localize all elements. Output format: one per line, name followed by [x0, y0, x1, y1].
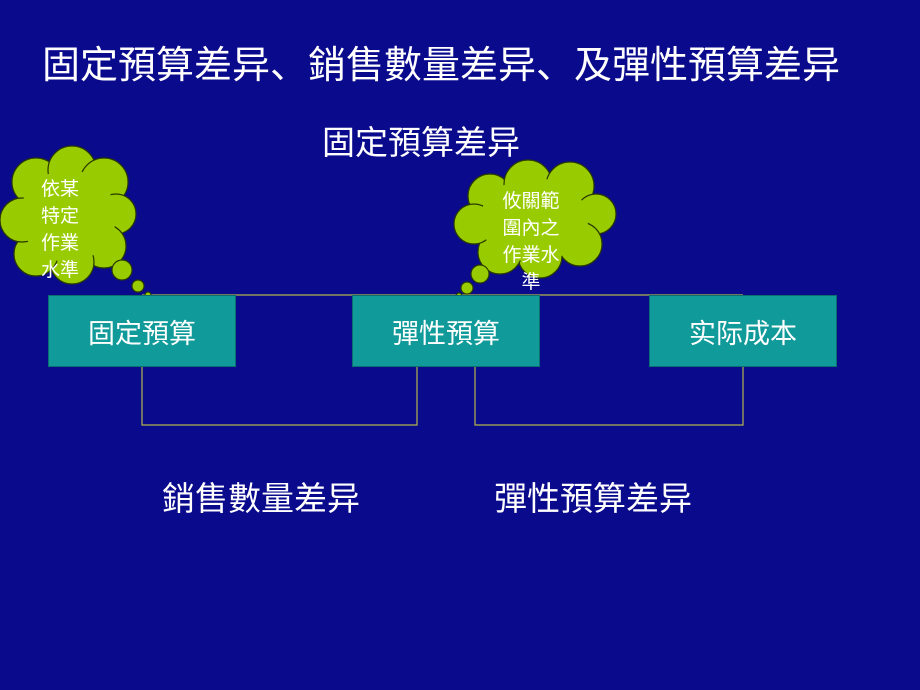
flexible-budget-box: 彈性預算 — [352, 295, 540, 367]
callout-flexible-text: 攸關範 圍內之 作業水 準 — [502, 190, 560, 293]
sales-volume-variance-label: 銷售數量差异 — [162, 479, 360, 518]
thought-cloud-flexible — [453, 159, 617, 300]
fixed-budget-box: 固定預算 — [48, 295, 236, 367]
flexible-budget-variance-label: 彈性預算差异 — [494, 479, 692, 518]
page-title: 固定預算差异、銷售數量差异、及彈性預算差异 — [42, 43, 841, 87]
callout-fixed-text: 依某 特定 作業 水準 — [40, 178, 79, 281]
actual-cost-box: 实际成本 — [649, 295, 837, 367]
flexible-budget-bracket — [474, 367, 744, 426]
fixed-budget-variance-label: 固定預算差异 — [322, 123, 520, 162]
thought-cloud-fixed — [0, 145, 152, 299]
sales-volume-bracket — [141, 367, 418, 426]
